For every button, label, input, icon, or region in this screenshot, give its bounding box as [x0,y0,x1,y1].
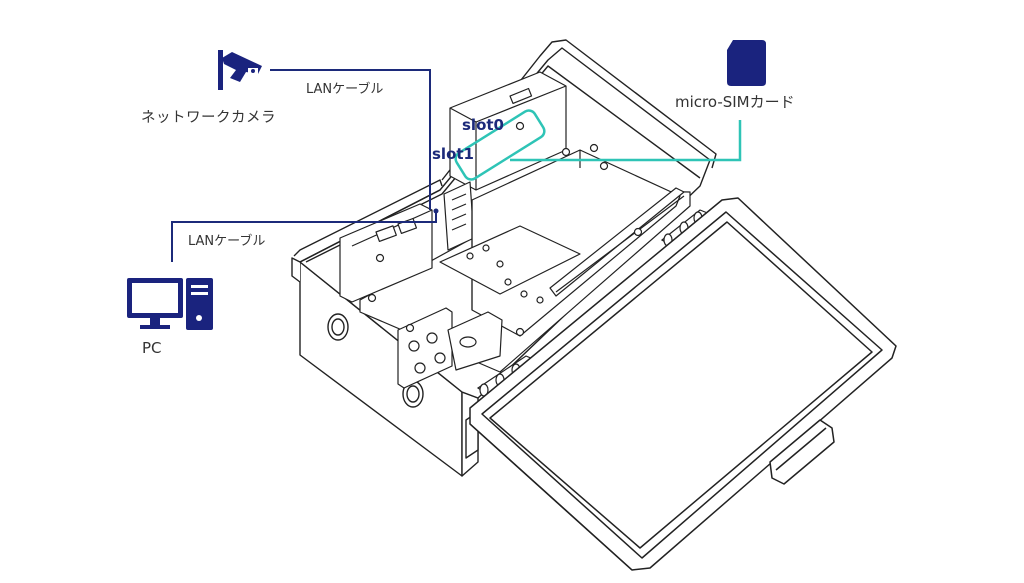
sim-slot-highlight [454,109,742,181]
sim-card-icon [727,40,766,86]
security-camera-icon [218,50,262,90]
desktop-pc-icon [127,278,213,330]
lan-cable-camera [270,69,431,210]
slot1-label: slot1 [432,145,474,163]
internal-components [339,71,691,389]
pc-label: PC [142,339,162,357]
lan-cable-label-bottom: LANケーブル [188,234,266,249]
lan-port-marker [433,208,439,214]
slot0-label: slot0 [462,116,504,134]
lan-cable-pc [171,212,437,262]
enclosure-lid [469,197,897,571]
lan-cable-label-top: LANケーブル [306,82,384,97]
network-camera-label: ネットワークカメラ [141,110,276,126]
sim-card-label: micro-SIMカード [675,93,795,111]
